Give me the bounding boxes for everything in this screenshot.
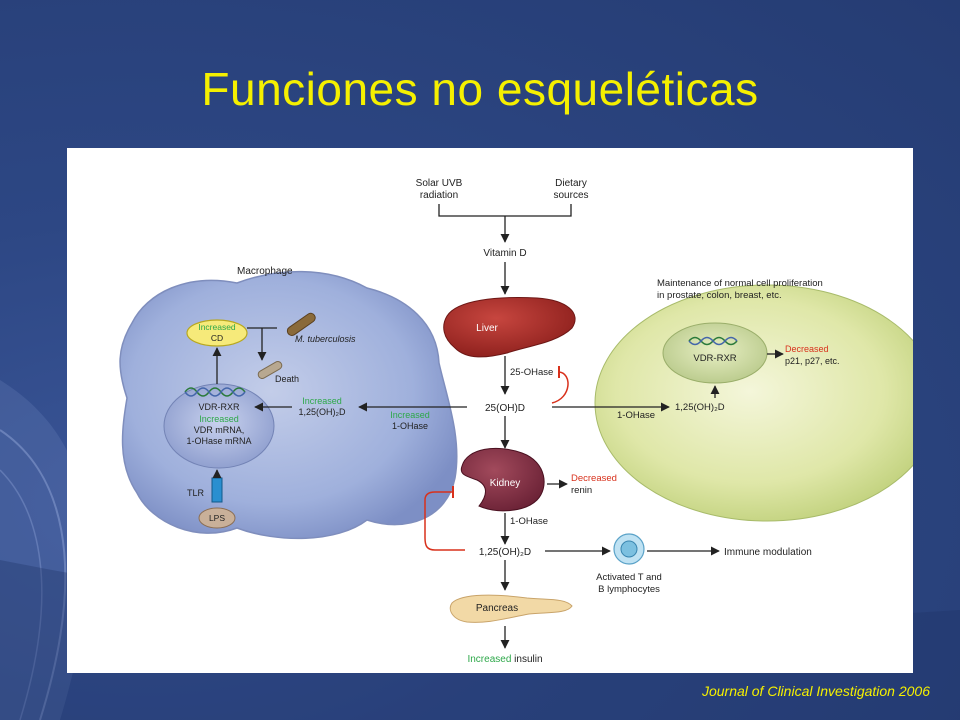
- increased-125-line2: 1,25(OH)₂D: [298, 407, 346, 417]
- dead-bacteria-icon: [257, 361, 283, 379]
- vitamin-d-diagram: Macrophage VDR-RXR Increased VDR mRNA, 1…: [119, 178, 913, 665]
- target-cell-nucleus: [662, 322, 768, 384]
- figure-panel: Macrophage VDR-RXR Increased VDR mRNA, 1…: [67, 148, 913, 673]
- increased-insulin-line1: Increased: [467, 654, 511, 665]
- lps-label: LPS: [209, 513, 225, 523]
- lymphocyte-nucleus-icon: [620, 540, 638, 558]
- decreased-p21-line1: Decreased: [785, 344, 829, 354]
- increased-vdr-line1: Increased: [199, 414, 239, 424]
- bracket-sources: [438, 204, 572, 217]
- macrophage-cell: [119, 270, 458, 540]
- kidney-organ: [460, 447, 545, 512]
- death-label: Death: [275, 374, 299, 384]
- increased-insulin-line2: insulin: [511, 654, 542, 665]
- tlr-label: TLR: [187, 488, 205, 498]
- solar-uvb-line2: radiation: [420, 190, 458, 201]
- vdr-rxr-right-label: VDR-RXR: [693, 353, 736, 364]
- kidney-label: Kidney: [490, 478, 521, 489]
- increased-125-line1: Increased: [302, 396, 342, 406]
- slide-title: Funciones no esqueléticas: [201, 63, 759, 115]
- increased-cd-line1: Increased: [198, 322, 236, 332]
- activated-tb-line2: B lymphocytes: [598, 584, 660, 595]
- decreased-renin-line2: renin: [571, 485, 592, 496]
- ohd25-label: 25(OH)D: [485, 403, 525, 414]
- activated-tb-line1: Activated T and: [596, 572, 662, 583]
- liver-organ: [443, 297, 576, 358]
- dietary-line2: sources: [553, 190, 588, 201]
- bracket-cd-tb: [247, 327, 277, 343]
- increased-insulin-text: Increased insulin: [467, 654, 542, 665]
- dna-helix-icon: [688, 336, 738, 346]
- increased-vdr-line3: 1-OHase mRNA: [186, 436, 251, 446]
- target-cell: [594, 284, 913, 522]
- pancreas-organ: [449, 594, 573, 623]
- immune-modulation-label: Immune modulation: [724, 547, 812, 558]
- increased-vdr-line2: VDR mRNA,: [194, 425, 245, 435]
- inhibition-loop-25ohase: [551, 371, 569, 404]
- dna-helix-icon: [184, 387, 246, 397]
- source-credit: Journal of Clinical Investigation 2006: [701, 683, 930, 699]
- lps-blob-icon: [198, 507, 236, 529]
- pancreas-label: Pancreas: [476, 603, 518, 614]
- maintenance-line1: Maintenance of normal cell proliferation: [657, 278, 823, 289]
- ohd125-right-label: 1,25(OH)₂D: [675, 402, 725, 413]
- increased-cd-pill: [186, 319, 248, 347]
- ohd125-lower-label: 1,25(OH)₂D: [479, 547, 531, 558]
- m-tuberculosis-icon: [286, 312, 316, 337]
- decreased-p21-line2: p21, p27, etc.: [785, 356, 840, 366]
- vitamin-d-label: Vitamin D: [483, 248, 526, 259]
- macrophage-nucleus: [163, 383, 275, 469]
- dietary-line1: Dietary: [555, 178, 587, 189]
- maintenance-line2: in prostate, colon, breast, etc.: [657, 290, 782, 301]
- increased-1ohase-line2: 1-OHase: [392, 421, 428, 431]
- vdr-rxr-left-label: VDR-RXR: [198, 402, 240, 412]
- liver-label: Liver: [476, 323, 498, 334]
- ohase1-right-label: 1-OHase: [617, 410, 655, 421]
- increased-1ohase-line1: Increased: [390, 410, 430, 420]
- solar-uvb-line1: Solar UVB: [416, 178, 463, 189]
- ohase25-label: 25-OHase: [510, 367, 553, 378]
- increased-cd-line2: CD: [211, 333, 223, 343]
- ohase1-kidney-label: 1-OHase: [510, 516, 548, 527]
- dna-helix-icon: [184, 387, 246, 397]
- inhibition-loop-kidney: [424, 491, 465, 551]
- macrophage-label: Macrophage: [237, 266, 293, 277]
- tlr-receptor-icon: [211, 477, 223, 503]
- decreased-renin-line1: Decreased: [571, 473, 617, 484]
- m-tuberculosis-label: M. tuberculosis: [295, 334, 356, 344]
